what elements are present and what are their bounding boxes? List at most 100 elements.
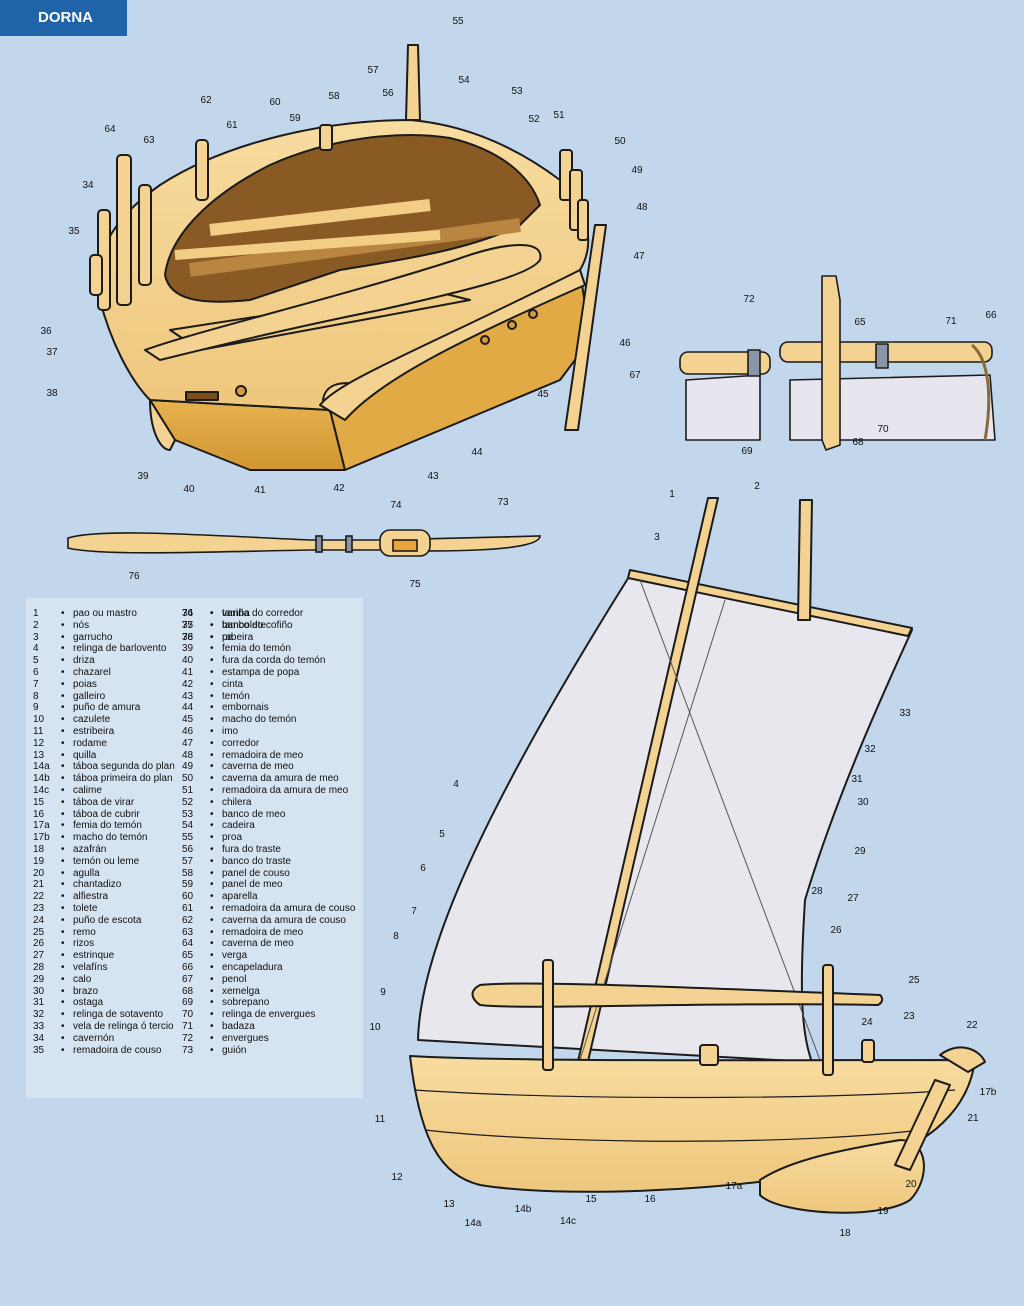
legend-term: banco do traste: [222, 855, 291, 867]
legend-number: 26: [33, 938, 45, 950]
legend-term: cadeira: [222, 820, 255, 832]
callout-number: 43: [427, 471, 439, 482]
tiller: [144, 244, 542, 361]
callout-number: 7: [411, 906, 417, 917]
callout-number: 69: [741, 446, 753, 457]
callout-number: 59: [289, 113, 301, 124]
legend-term: verga: [222, 950, 248, 962]
legend-item: 31•ostaga: [33, 997, 104, 1009]
legend-item: 4•relinga de barlovento: [33, 643, 167, 655]
legend-item: 53•banco de meo: [182, 808, 286, 820]
legend-number: 70: [182, 1009, 194, 1021]
callout-number: 15: [585, 1194, 597, 1205]
callout-number: 23: [903, 1011, 915, 1022]
legend-term: chilera: [222, 796, 252, 808]
legend-term: estampa de popa: [222, 667, 300, 678]
legend-number: 23: [33, 903, 45, 914]
legend-term: cinta: [222, 678, 244, 690]
legend-number: 49: [182, 761, 194, 773]
legend-item: 17b•macho do temón: [33, 832, 148, 844]
legend-number: 13: [33, 749, 45, 761]
legend-item: 61•remadoira da amura de couso: [182, 903, 356, 914]
legend-term: calo: [73, 973, 92, 985]
legend-item: 26•rizos: [33, 938, 95, 950]
callout-number: 46: [619, 338, 631, 349]
legend-number: 74: [182, 608, 194, 619]
legend-term: imo: [222, 726, 239, 737]
legend-term: banco do cofiño: [222, 619, 293, 631]
legend-number: 14a: [33, 761, 50, 773]
callout-number: 49: [631, 165, 643, 176]
callout-number: 73: [497, 497, 509, 508]
callout-number: 19: [877, 1206, 889, 1217]
callout-number: 14a: [465, 1218, 482, 1229]
callout-number: 13: [443, 1199, 455, 1210]
legend-number: 37: [182, 619, 194, 631]
legend-term: táboa de cubrir: [73, 808, 140, 820]
legend-term: corredor: [222, 737, 260, 749]
callout-number: 39: [137, 471, 149, 482]
callout-number: 2: [754, 481, 760, 492]
callout-number: 35: [68, 226, 80, 237]
legend-number: 71: [182, 1021, 194, 1032]
legend-number: 31: [33, 997, 45, 1009]
legend-number: 38: [182, 631, 194, 643]
callout-number: 27: [847, 893, 859, 904]
legend-number: 65: [182, 950, 194, 962]
legend-item: 42•cinta: [182, 678, 244, 690]
rudder-stock: [894, 1079, 951, 1171]
callout-number: 14c: [560, 1216, 576, 1227]
legend-item: 14a•táboa segunda do plan: [33, 761, 175, 773]
legend-item: 34•cavernón: [33, 1032, 115, 1044]
callout-number: 45: [537, 389, 549, 400]
callout-number: 71: [945, 316, 957, 327]
legend-item: 48•remadoira de meo: [182, 749, 304, 761]
callout-number: 58: [328, 91, 340, 102]
callout-number: 67: [629, 370, 641, 381]
legend-number: 3: [33, 631, 39, 643]
callout-number: 37: [46, 347, 58, 358]
legend-number: 39: [182, 643, 194, 655]
legend-item: 8•galleiro: [33, 690, 106, 702]
legend-item: 3•garrucho: [33, 631, 113, 643]
legend-term: xemelga: [222, 985, 260, 997]
legend-item: 60•aparella: [182, 891, 258, 903]
legend-term: macho do temón: [222, 714, 297, 726]
callout-number: 42: [333, 483, 345, 494]
callout-number: 28: [811, 886, 823, 897]
legend-term: calime: [73, 785, 102, 796]
legend-item: 59•panel de meo: [182, 879, 283, 891]
legend-item: 70•relinga de envergues: [182, 1009, 316, 1021]
legend-term: estrinque: [73, 950, 115, 962]
legend-number: 68: [182, 985, 194, 997]
legend-term: tamba: [222, 608, 250, 619]
legend-item: 49•caverna de meo: [182, 761, 294, 773]
legend-item: 21•chantadizo: [33, 879, 122, 891]
legend-item: 56•fura do traste: [182, 844, 281, 855]
legend-item: 19•temón ou leme: [33, 855, 140, 867]
callout-number: 75: [409, 579, 421, 590]
legend-term: badaza: [222, 1021, 255, 1032]
legend-number: 8: [33, 690, 39, 702]
legend-number: 32: [33, 1009, 45, 1021]
legend-term: aparella: [222, 891, 258, 903]
legend-term: velafíns: [73, 962, 108, 973]
callout-number: 20: [905, 1179, 917, 1190]
legend-item: 38•rabeira: [182, 631, 254, 643]
callout-number: 60: [269, 97, 281, 108]
legend-item: 76•pa: [182, 631, 234, 643]
legend-term: tambolete: [222, 619, 266, 631]
prow-post: [405, 44, 421, 121]
callout-number: 53: [511, 86, 523, 97]
legend-number: 52: [182, 796, 194, 808]
legend-number: 57: [182, 855, 194, 867]
legend-number: 60: [182, 891, 194, 903]
legend-number: 17a: [33, 820, 50, 832]
legend-number: 73: [182, 1044, 194, 1056]
legend-number: 19: [33, 855, 45, 867]
legend-term: panel de meo: [222, 879, 283, 891]
callout-number: 70: [877, 424, 889, 435]
legend-term: táboa de virar: [73, 796, 135, 808]
legend-term: fura do traste: [222, 844, 281, 855]
legend-item: 12•rodame: [33, 737, 107, 749]
